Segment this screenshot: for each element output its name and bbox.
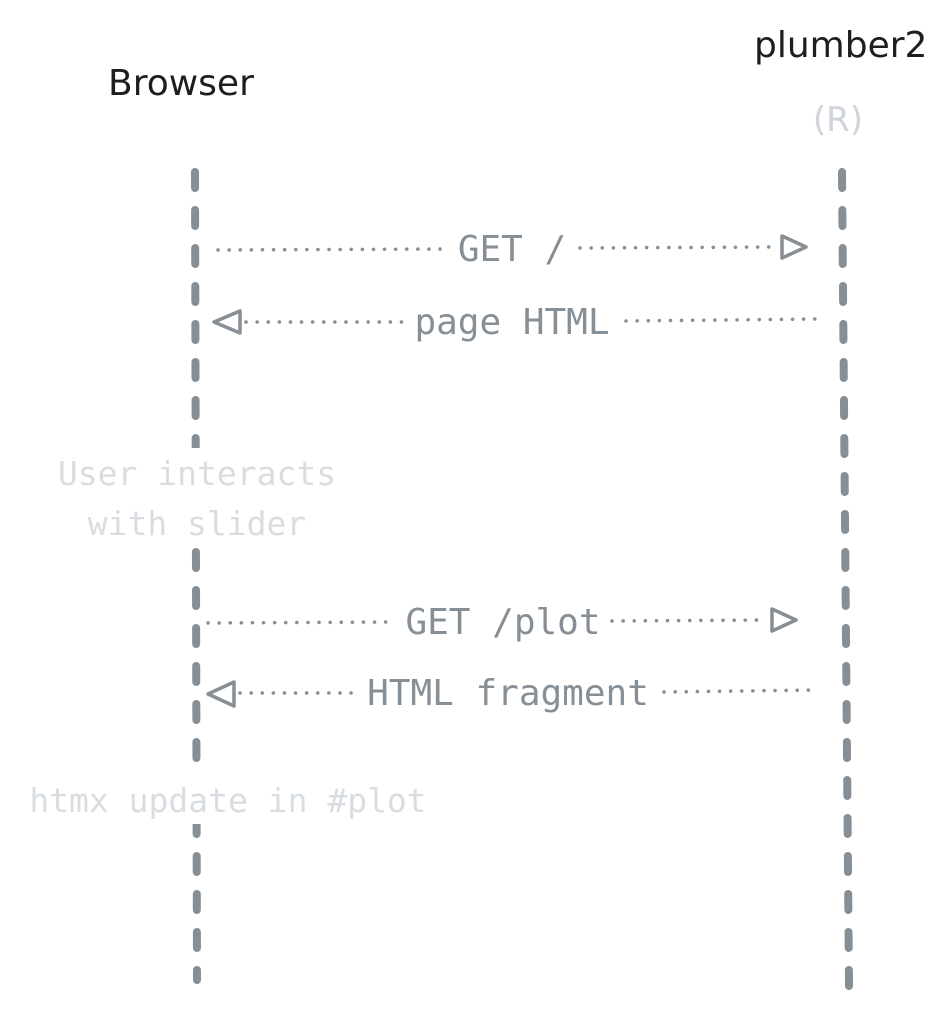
arrowhead-left-icon — [212, 309, 242, 335]
message-line — [662, 688, 816, 694]
message-line — [216, 247, 447, 252]
message-line — [610, 618, 768, 623]
arrowhead-right-icon — [770, 607, 798, 633]
arrowhead-left-icon — [206, 680, 236, 708]
arrowhead-right-icon — [780, 234, 808, 260]
note-htmx-update: htmx update in #plot — [20, 774, 440, 824]
note-line: User interacts — [58, 454, 336, 493]
note-background — [20, 774, 440, 824]
participant-plumber2-title: plumber2 — [754, 25, 927, 66]
participant-browser-title: Browser — [108, 63, 254, 104]
note-user-interacts: User interacts with slider — [58, 448, 340, 548]
participant-plumber2-subtitle: (R) — [813, 100, 863, 140]
message-html-fragment: HTML fragment — [206, 673, 816, 714]
message-label: GET /plot — [405, 602, 600, 643]
note-background — [60, 448, 340, 548]
message-line — [624, 317, 820, 323]
message-get-plot: GET /plot — [206, 602, 798, 643]
note-line: htmx update in #plot — [29, 781, 426, 820]
lifeline-browser — [191, 168, 201, 984]
message-page-html: page HTML — [212, 302, 820, 343]
message-label: GET / — [458, 229, 566, 270]
lifeline-plumber2 — [838, 168, 853, 990]
message-label: page HTML — [414, 302, 609, 343]
message-get-root: GET / — [216, 229, 808, 270]
note-line: with slider — [88, 504, 307, 543]
message-line — [206, 620, 394, 625]
message-label: HTML fragment — [367, 673, 649, 714]
message-line — [578, 245, 780, 250]
